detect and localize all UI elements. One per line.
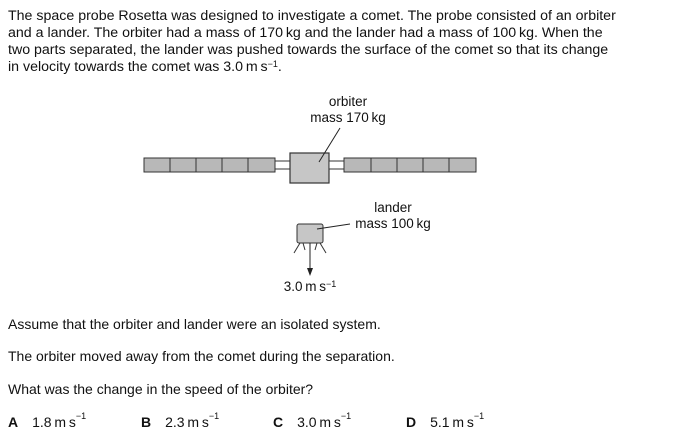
- orbiter-leader-line: [318, 127, 341, 163]
- intro-line-4: in velocity towards the comet was 3.0 m …: [8, 59, 282, 75]
- intro-line-2: and a lander. The orbiter had a mass of …: [8, 25, 603, 41]
- orbiter-label: orbiter mass 170 kg: [310, 94, 386, 125]
- rosetta-diagram: [143, 127, 477, 276]
- question-prompt: What was the change in the speed of the …: [8, 381, 314, 397]
- velocity-label: 3.0 m s−1: [283, 279, 337, 294]
- orbiter-body: [289, 152, 330, 184]
- lander-label: lander mass 100 kg: [355, 200, 431, 231]
- left-solar-panel: [143, 157, 276, 173]
- lander-leader-line: [316, 223, 351, 230]
- right-connector: [328, 160, 345, 170]
- intro-line-3: two parts separated, the lander was push…: [8, 42, 609, 58]
- right-solar-panel: [343, 157, 477, 173]
- intro-line-1: The space probe Rosetta was designed to …: [8, 8, 616, 24]
- left-connector: [274, 160, 291, 170]
- velocity-arrow-head: [307, 268, 313, 276]
- intro-paragraph: The space probe Rosetta was designed to …: [8, 8, 658, 76]
- moved-text: The orbiter moved away from the comet du…: [8, 348, 395, 364]
- assume-text: Assume that the orbiter and lander were …: [8, 316, 381, 332]
